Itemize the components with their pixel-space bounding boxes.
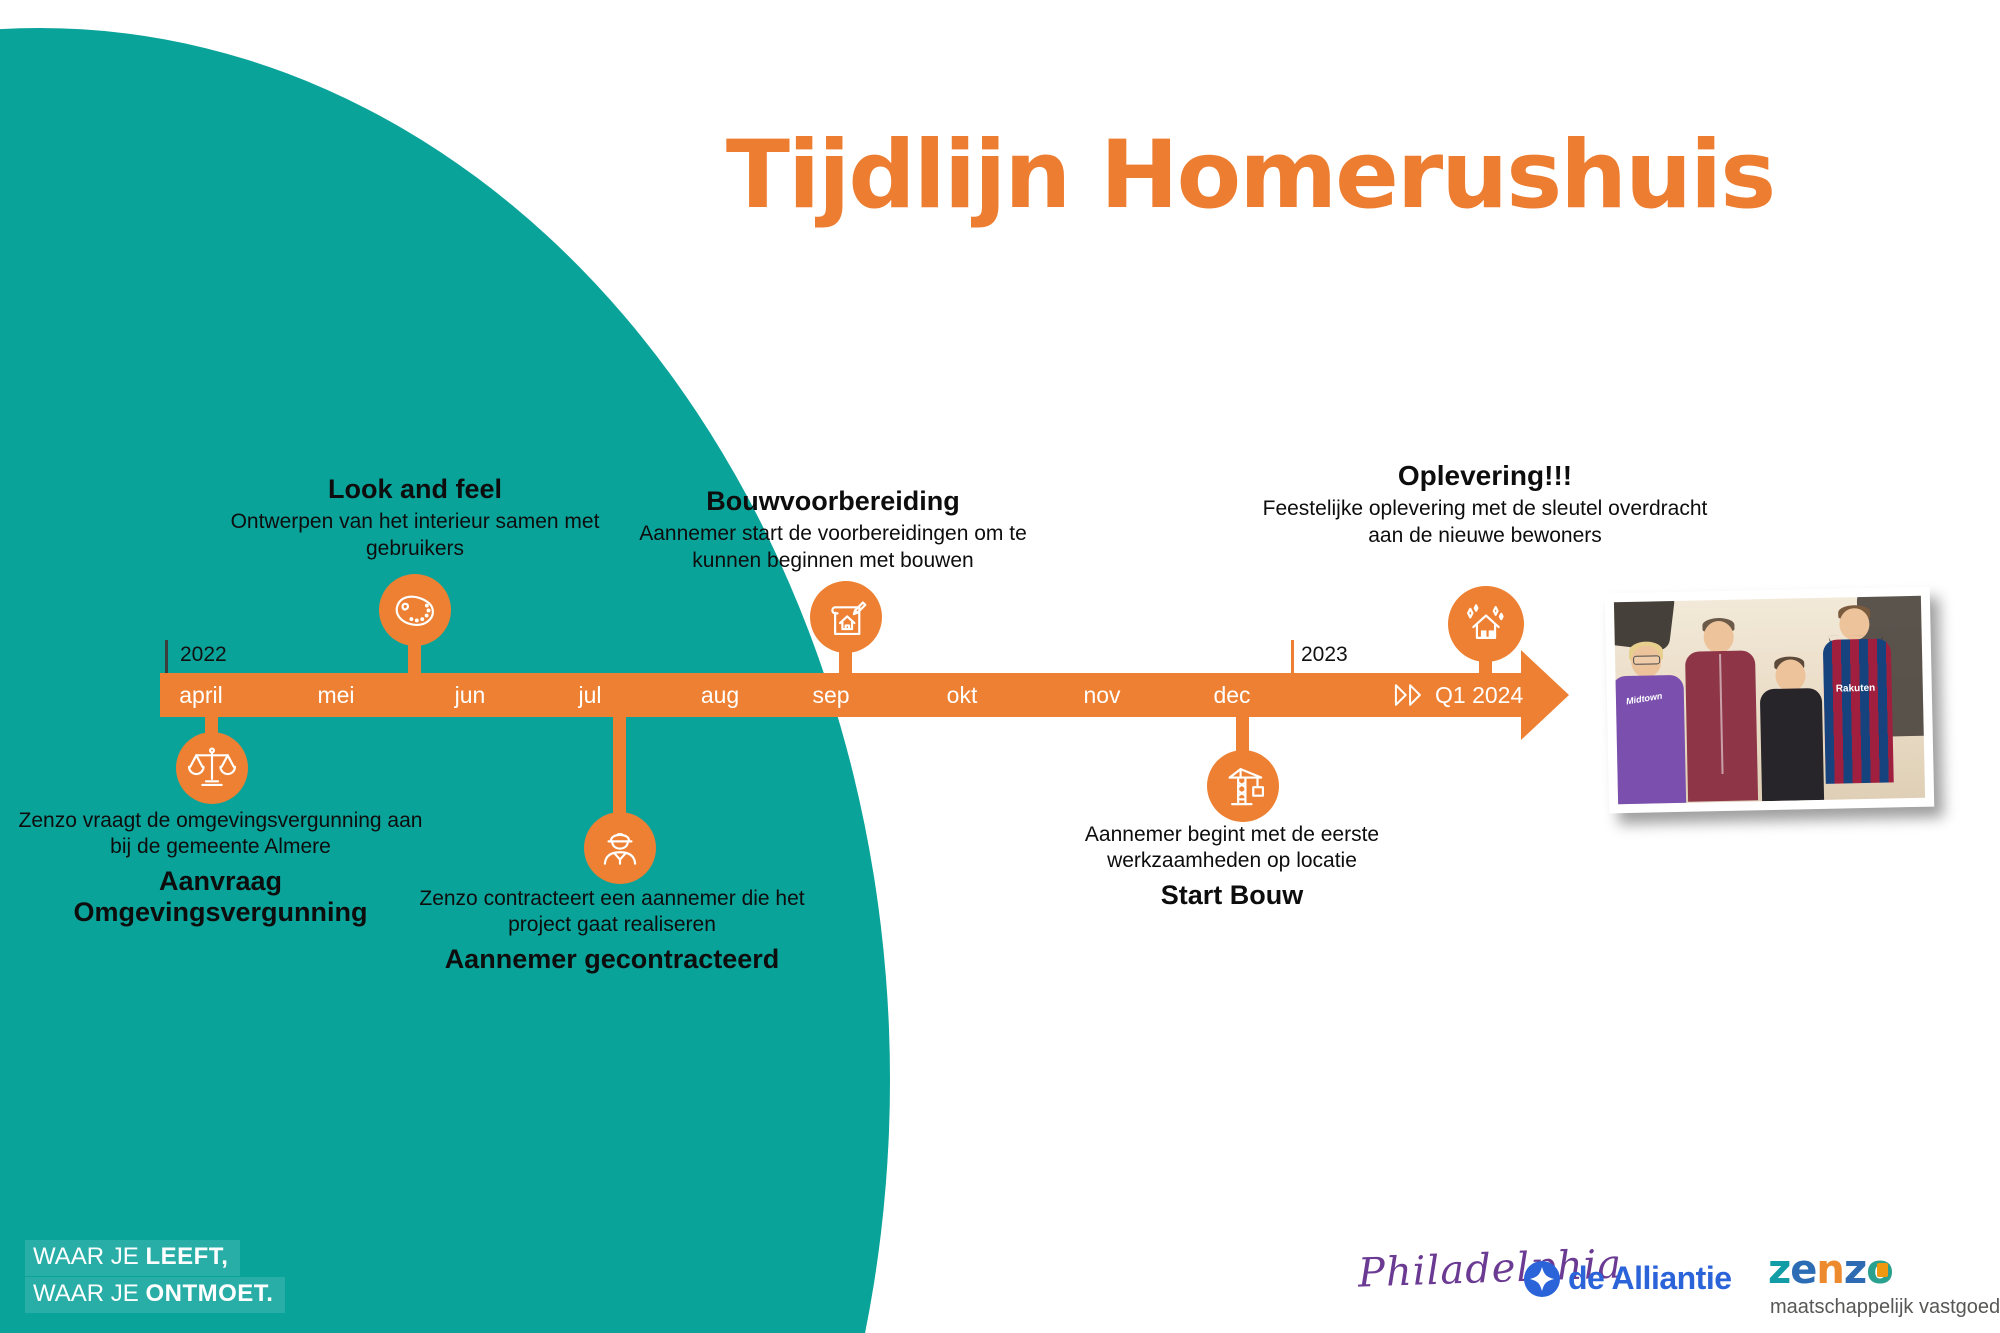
page-title: Tijdlijn Homerushuis: [725, 120, 1776, 230]
de-alliantie-logo: de Alliantie: [1524, 1260, 1732, 1297]
year-tick-2022: [165, 640, 168, 673]
month-label-okt: okt: [946, 682, 978, 708]
timeline-end-label: Q1 2024: [1392, 673, 1523, 717]
q1-2024-label: Q1 2024: [1435, 681, 1524, 708]
month-label-jul: jul: [578, 682, 602, 708]
fast-forward-icon: [1394, 684, 1421, 706]
milestone-circle-start-bouw: [1207, 750, 1279, 822]
blueprint-pencil-icon: [831, 601, 867, 636]
construction-worker-icon: [603, 833, 637, 865]
milestone-circle-aannemer: [584, 812, 656, 884]
milestone-description: Feestelijke oplevering met de sleutel ov…: [1262, 497, 1708, 547]
zenzo-subtitle: maatschappelijk vastgoed: [1770, 1296, 2000, 1318]
month-label-mei: mei: [317, 682, 355, 708]
milestone-description: Zenzo contracteert een aannemer die het …: [419, 887, 805, 937]
milestone-bouwvoorbereiding: Bouwvoorbereiding Aannemer start de voor…: [633, 486, 1033, 574]
tower-crane-icon: [1228, 767, 1265, 806]
month-label-dec: dec: [1213, 682, 1251, 708]
month-label-nov: nov: [1083, 682, 1121, 708]
handover-photo: Midtown Rakuten: [1604, 586, 1935, 814]
milestone-circle-bouwvoorbereiding: [810, 581, 882, 653]
de-alliantie-wordmark: de Alliantie: [1568, 1260, 1732, 1296]
milestone-circle-oplevering: [1448, 586, 1524, 662]
milestone-start-bouw: Aannemer begint met de eerste werkzaamhe…: [1072, 822, 1392, 911]
milestone-oplevering: Oplevering!!! Feestelijke oplevering met…: [1250, 460, 1720, 549]
milestone-circle-look-and-feel: [379, 574, 451, 646]
timeline-bar: [160, 673, 1522, 717]
house-sparkles-icon: [1467, 604, 1504, 639]
milestone-title: Aannemer gecontracteerd: [444, 943, 780, 974]
milestone-description: Aannemer begint met de eerste werkzaamhe…: [1084, 823, 1380, 873]
milestone-title: Aanvraag Omgevingsvergunning: [73, 865, 368, 927]
year-label-2022: 2022: [180, 643, 227, 666]
milestone-title: Oplevering!!!: [1397, 460, 1573, 491]
stem-aannemer: [613, 715, 626, 823]
zenzo-logo: zenzo: [1768, 1247, 1894, 1293]
de-alliantie-icon: [1524, 1260, 1560, 1297]
milestone-aannemer: Zenzo contracteert een aannemer die het …: [412, 886, 812, 975]
month-label-jun: jun: [454, 682, 486, 708]
milestone-look-and-feel: Look and feel Ontwerpen van het interieu…: [215, 474, 615, 562]
timeline-arrowhead: [1521, 650, 1569, 740]
tagline-line-2: WAAR JE ONTMOET.: [25, 1277, 286, 1313]
milestone-description: Zenzo vraagt de omgevingsvergunning aan …: [18, 809, 423, 859]
milestone-aanvraag: Zenzo vraagt de omgevingsvergunning aan …: [18, 808, 423, 928]
milestone-title: Start Bouw: [1160, 879, 1304, 910]
tagline-line-1: WAAR JE LEEFT,: [25, 1240, 241, 1276]
milestone-circle-aanvraag: [176, 732, 248, 804]
stem-start-bouw: [1236, 715, 1249, 760]
year-label-2023: 2023: [1301, 643, 1348, 666]
milestone-title: Look and feel: [327, 474, 503, 504]
milestone-description: Aannemer start de voorbereidingen om te …: [639, 522, 1027, 572]
month-label-aug: aug: [700, 682, 740, 708]
photo-of-residents: Midtown Rakuten: [1613, 595, 1926, 805]
stem-look-and-feel: [408, 638, 421, 674]
scales-of-justice-icon: [187, 747, 237, 787]
month-label-april: april: [179, 682, 223, 708]
milestone-description: Ontwerpen van het interieur samen met ge…: [230, 510, 600, 560]
paint-palette-icon: [395, 595, 434, 626]
milestone-title: Bouwvoorbereiding: [706, 486, 960, 516]
month-label-sep: sep: [812, 682, 850, 708]
year-tick-2023: [1291, 640, 1294, 673]
